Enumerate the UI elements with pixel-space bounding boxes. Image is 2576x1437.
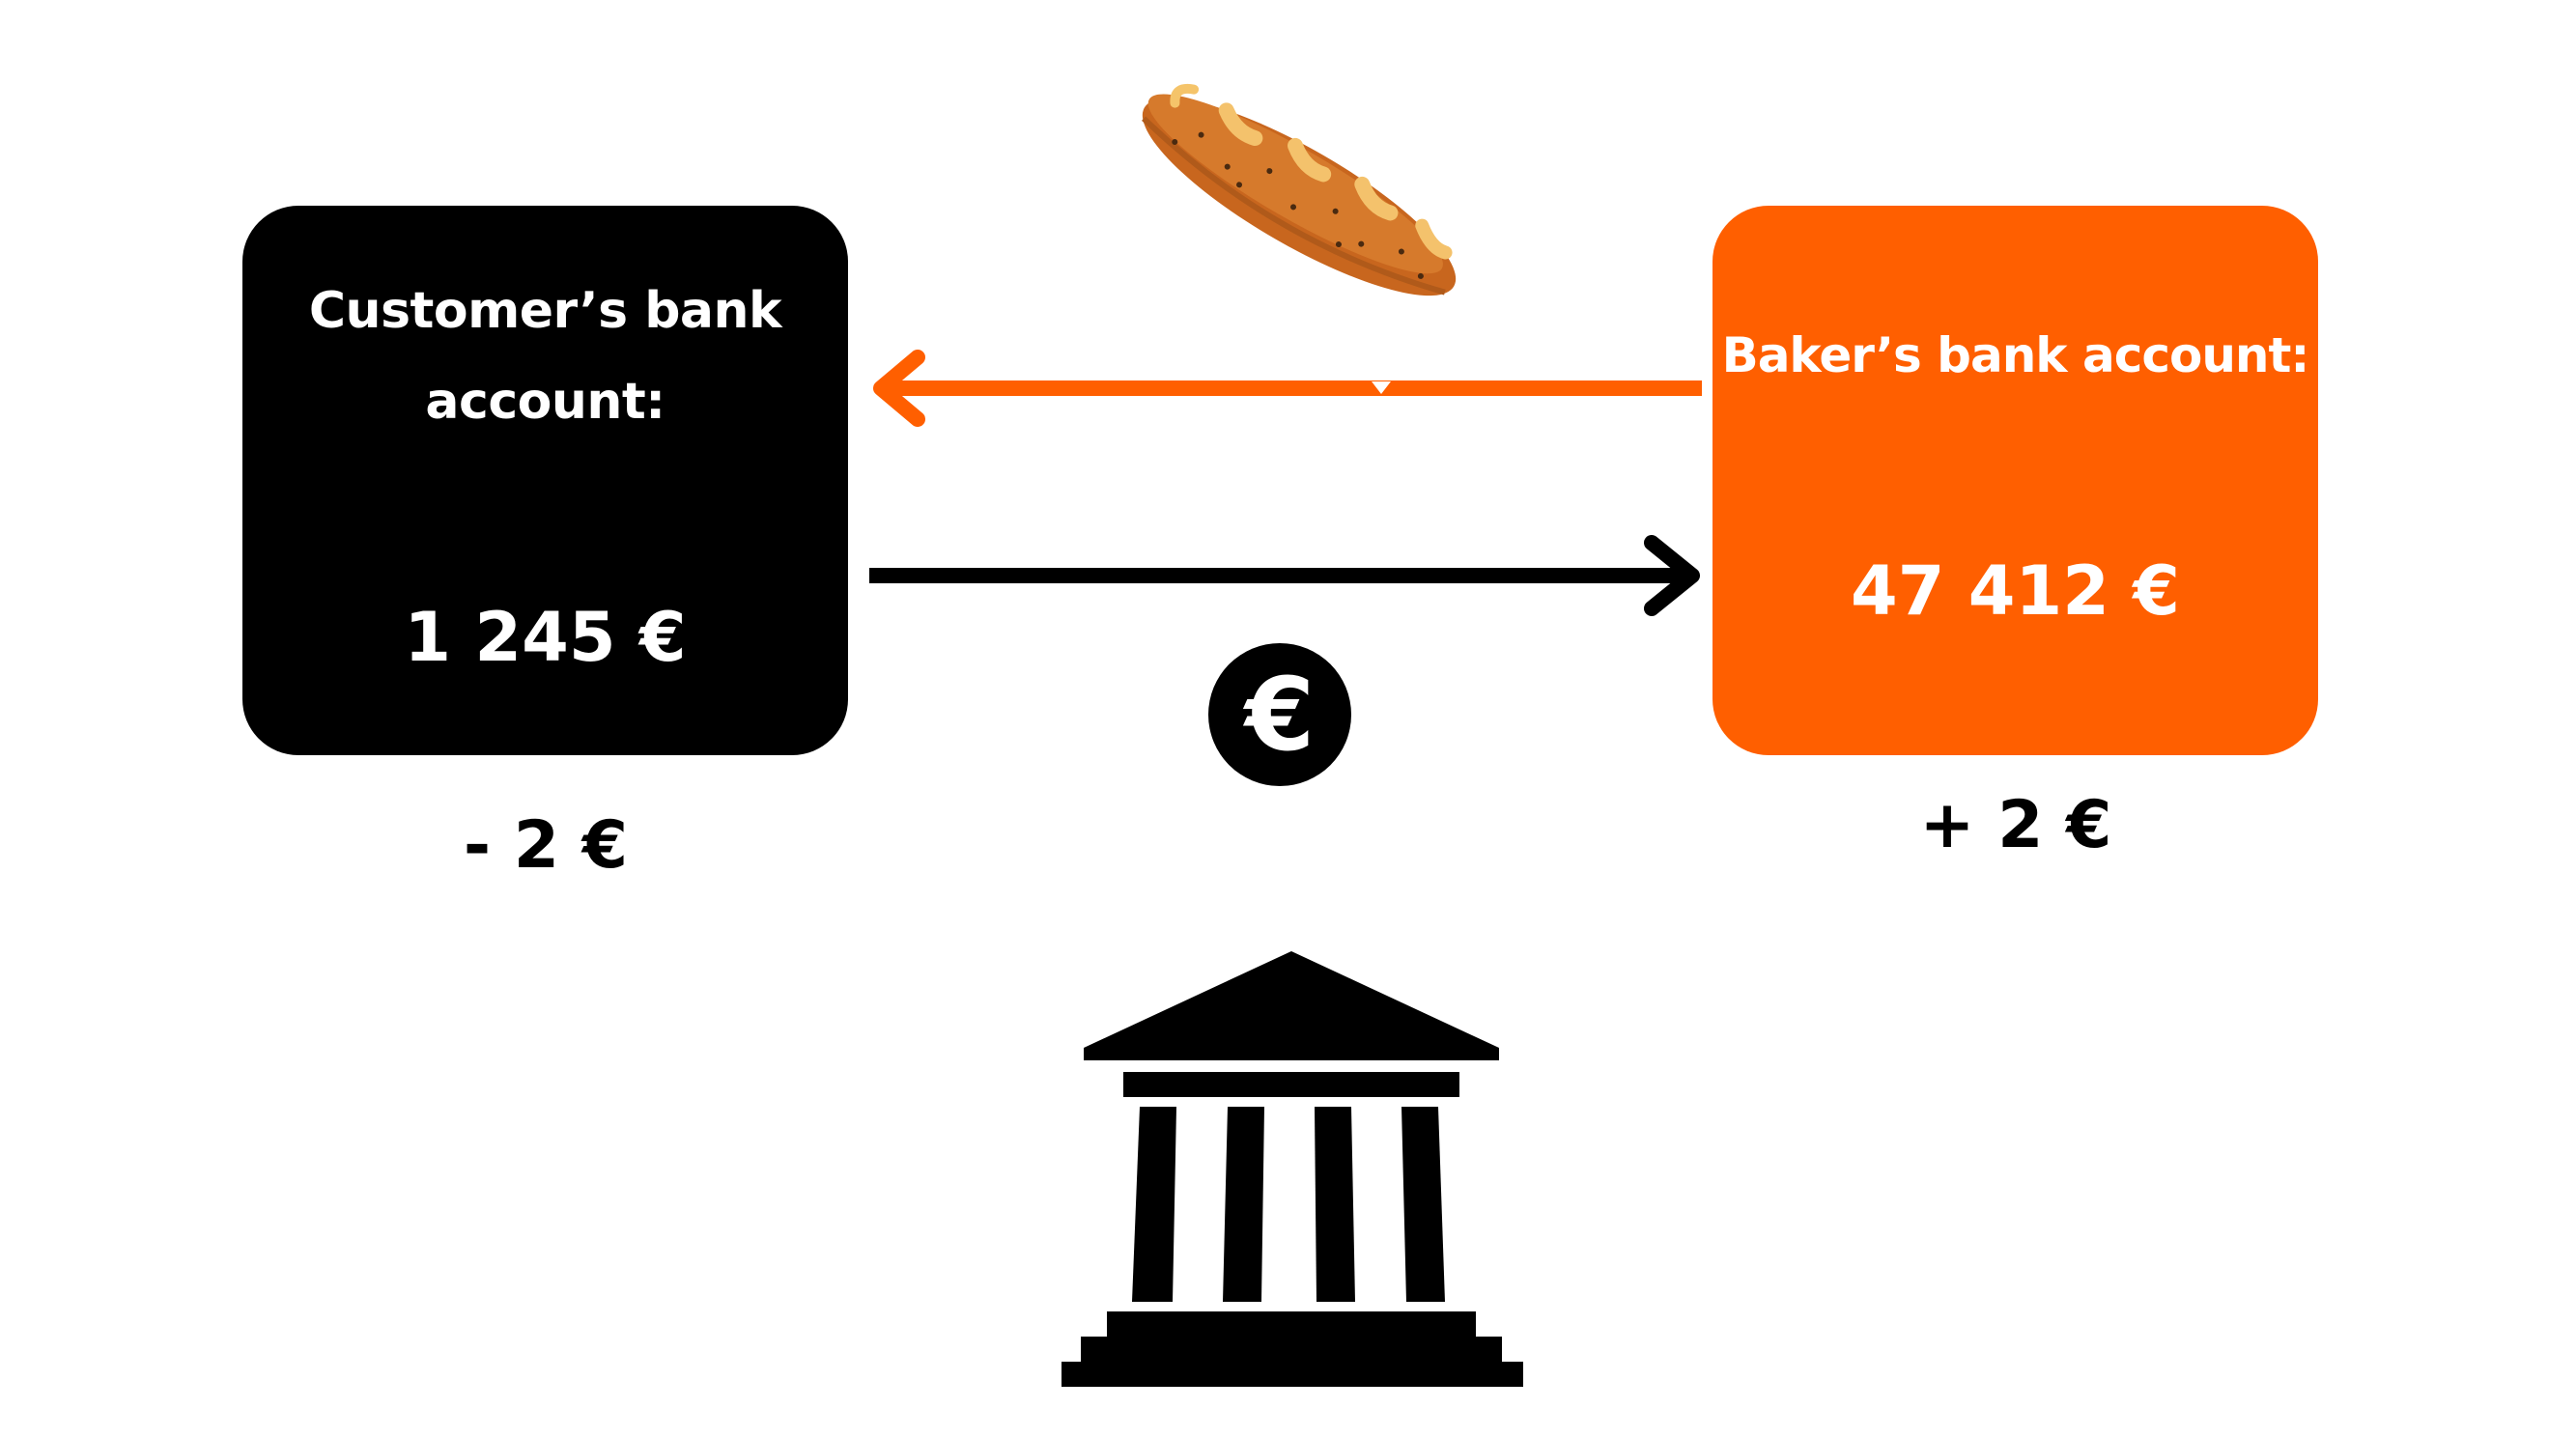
goods-flow-arrow [873,350,1702,427]
baker-account-title: Baker’s bank account: [1721,327,2310,383]
customer-balance-change: - 2 € [463,807,629,884]
bank-building-icon [1062,951,1523,1387]
baker-account-balance: 47 412 € [1851,551,2180,631]
baguette-icon [1142,83,1457,296]
baker-balance-change: + 2 € [1919,787,2112,863]
money-flow-arrow [869,535,1700,616]
euro-symbol: € [1244,656,1316,774]
euro-coin-icon: € [1208,643,1351,786]
customer-bank-account-box: Customer’s bank account: 1 245 € [242,206,848,755]
baker-bank-account-box: Baker’s bank account: 47 412 € [1713,206,2318,755]
customer-account-balance: 1 245 € [404,598,687,677]
customer-account-title: Customer’s bank account: [308,282,782,431]
